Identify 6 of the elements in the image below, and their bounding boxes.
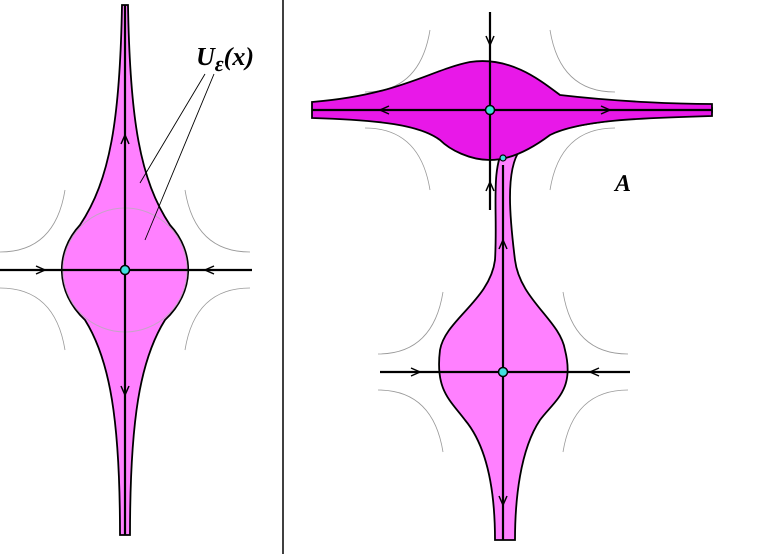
leader-line (144, 74, 214, 240)
disk-region (62, 208, 188, 332)
region-label: A (615, 172, 632, 196)
neighborhood-region (60, 4, 190, 536)
leader-line (140, 74, 206, 184)
set-label: U$_{ε}$(x) (196, 44, 254, 76)
